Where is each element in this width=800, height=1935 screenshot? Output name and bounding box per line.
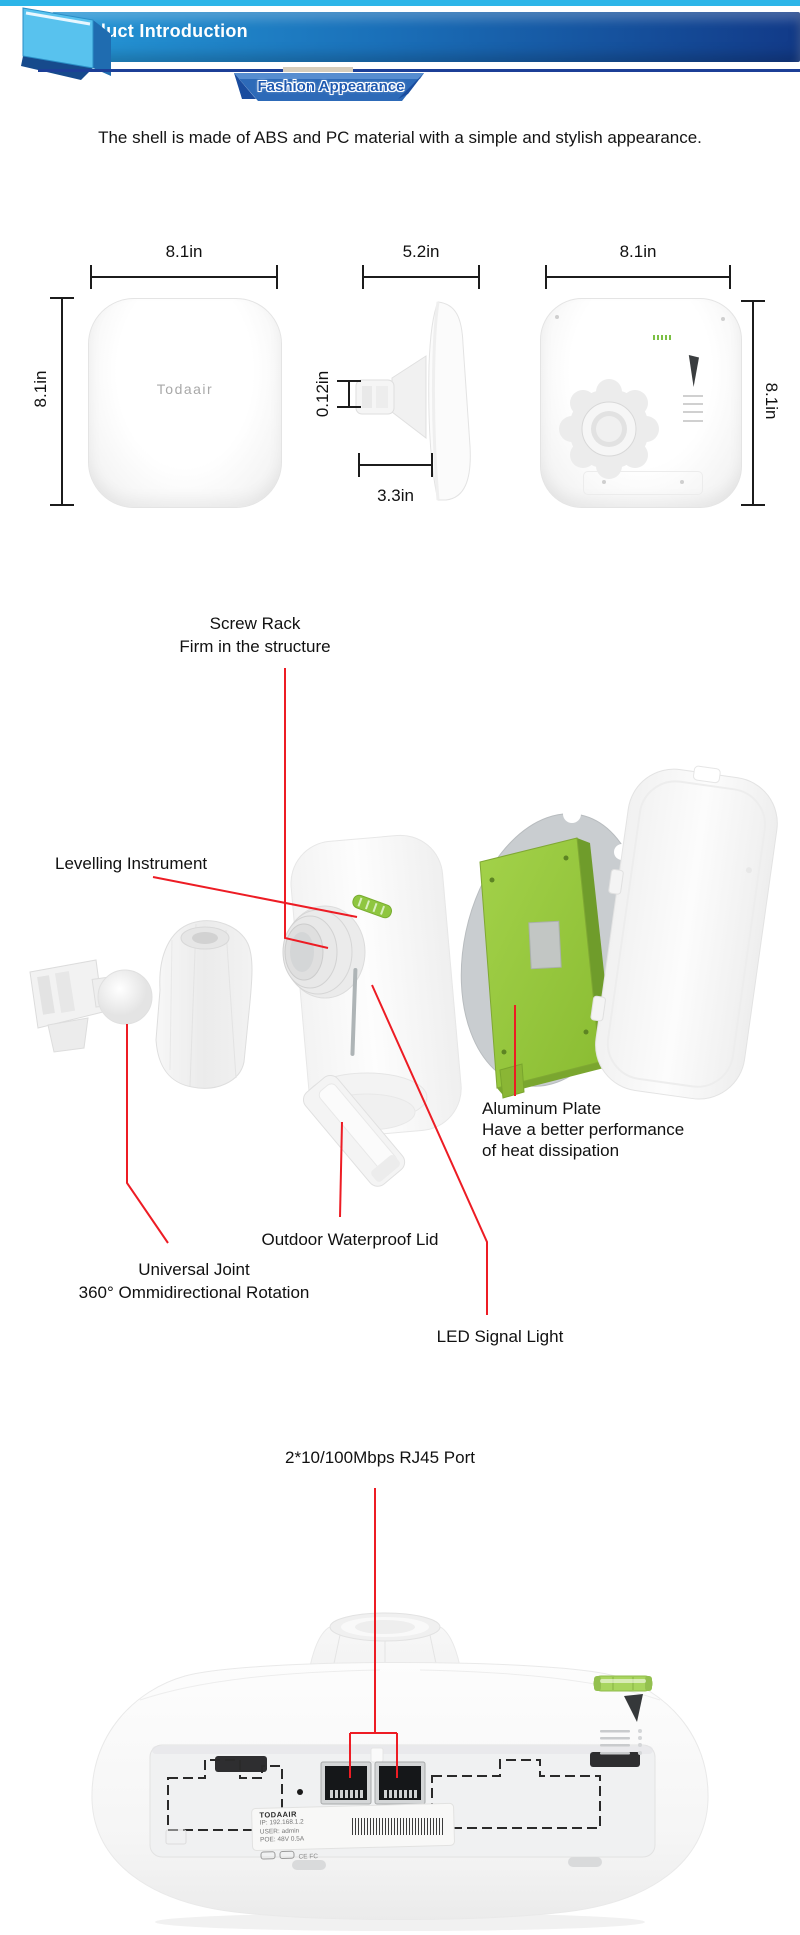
aluminum-label-line3: of heat dissipation <box>482 1141 620 1160</box>
aluminum-label-line2: Have a better performance <box>482 1120 685 1139</box>
back-cover-part <box>590 765 778 1100</box>
body-contour <box>139 1669 381 1701</box>
front-view-device: Todaair <box>88 298 282 508</box>
top-accent-bar <box>0 0 800 6</box>
mount-clamp-slot2 <box>376 386 388 408</box>
body-contour <box>419 1669 661 1701</box>
brand-logo: Todaair <box>156 381 214 397</box>
book-icon <box>21 7 111 80</box>
led-status-lights <box>653 335 671 340</box>
bracket-width-dimension-line <box>358 453 433 477</box>
universal-joint-label-line2: 360° Ommidirectional Rotation <box>78 1283 310 1302</box>
sticker-barcode <box>352 1818 444 1835</box>
indicator-row <box>683 411 703 413</box>
screw-rack-label-line2: Firm in the structure <box>179 637 331 656</box>
led-signal-slot <box>350 968 358 1056</box>
side-panel-edge <box>431 301 440 501</box>
screw-rack-line <box>284 668 329 949</box>
front-height-dimension-line <box>50 297 74 506</box>
bottom-device-photo <box>91 1488 709 1931</box>
indicator-labels <box>600 1729 642 1755</box>
sticker-marks: CE FC <box>298 1852 319 1861</box>
universal-joint-line <box>126 1024 169 1244</box>
universal-joint-label: Universal Joint 360° Ommidirectional Rot… <box>68 1258 320 1304</box>
panel-diagram-lines <box>167 1759 601 1831</box>
side-view-device <box>355 301 471 501</box>
rj45-port-left <box>320 1761 372 1805</box>
back-width-dimension-line <box>545 265 731 289</box>
levelling-label: Levelling Instrument <box>55 854 208 873</box>
mount-knob <box>559 379 659 479</box>
knob-petals <box>559 379 659 479</box>
lid-line <box>339 1121 343 1218</box>
book-icon-shadow <box>21 56 93 80</box>
led-line <box>371 984 488 1315</box>
panel-slot-right <box>590 1752 640 1767</box>
indicator-row <box>683 395 703 397</box>
ribbon-back-fold <box>283 67 353 72</box>
back-width-label: 8.1in <box>619 242 657 261</box>
levelling-instrument <box>352 894 392 919</box>
knob-hole <box>596 416 622 442</box>
screw-rack-label: Screw Rack Firm in the structure <box>130 612 380 658</box>
front-width-label: 8.1in <box>165 242 203 261</box>
aluminum-label: Aluminum Plate Have a better performance… <box>482 1098 712 1161</box>
star-knob-part <box>155 920 253 1089</box>
rj45-annotation-lines <box>349 1488 398 1778</box>
exploded-view-diagram <box>29 668 778 1315</box>
book-icon-side <box>93 20 111 76</box>
screw-rack-label-line1: Screw Rack <box>209 614 301 633</box>
rj45-title: 2*10/100Mbps RJ45 Port <box>285 1448 475 1467</box>
back-view-device <box>540 298 742 508</box>
main-body-part <box>282 834 462 1137</box>
levelling-line <box>152 876 358 918</box>
intro-text: The shell is made of ABS and PC material… <box>98 128 702 147</box>
ribbon-body <box>234 73 424 101</box>
indicator-row <box>683 403 703 405</box>
mount-clamp <box>355 379 395 415</box>
universal-joint-part <box>29 959 153 1053</box>
level-bubble <box>593 1675 653 1692</box>
panel-mark <box>165 1829 187 1845</box>
waterproof-lid-part <box>302 1075 406 1187</box>
led-label: LED Signal Light <box>436 1327 564 1346</box>
rj45-port-right <box>374 1761 426 1805</box>
indicator-row <box>683 420 703 422</box>
bracket-width-label: 3.3in <box>377 486 414 505</box>
ribbon-left-fold <box>234 73 256 99</box>
side-depth-label: 5.2in <box>402 242 440 261</box>
ribbon-highlight <box>234 73 424 79</box>
signal-strength-icon <box>688 355 699 387</box>
floor-shadow <box>155 1913 645 1931</box>
signal-wedge-icon <box>624 1694 643 1722</box>
front-width-dimension-line <box>90 265 278 289</box>
bottom-seam <box>583 471 703 495</box>
annotation-lines <box>126 668 516 1315</box>
lid-label: Outdoor Waterproof Lid <box>261 1230 439 1249</box>
ribbon-label: Fashion Appearance <box>257 78 405 95</box>
panel-screw <box>297 1789 303 1795</box>
panel-shadow <box>152 1746 653 1754</box>
ribbon-right-fold <box>398 73 424 99</box>
side-depth-dimension-line <box>362 265 480 289</box>
mount-clamp-slot <box>362 386 372 408</box>
aluminum-label-line1: Aluminum Plate <box>482 1099 602 1118</box>
universal-joint-label-line1: Universal Joint <box>138 1260 250 1279</box>
bottom-foot-right <box>568 1857 602 1867</box>
screw-dot <box>555 315 559 319</box>
screw-dot <box>721 317 725 321</box>
back-height-dimension-line <box>741 300 765 506</box>
bottom-foot-left <box>292 1860 326 1870</box>
bracket-thickness-dimension-line <box>337 380 361 408</box>
front-height-label: 8.1in <box>31 370 50 408</box>
mount-cone <box>391 355 427 440</box>
ribbon-banner <box>234 73 424 101</box>
cable-nub <box>370 1747 384 1763</box>
back-height-label: 8.1in <box>762 382 781 420</box>
book-icon-page-edge <box>25 11 91 26</box>
joint-ball <box>97 969 153 1025</box>
bracket-thickness-label: 0.12in <box>313 370 332 418</box>
section-header-banner: Product Introduction <box>52 12 800 62</box>
banner-underline <box>38 69 800 72</box>
